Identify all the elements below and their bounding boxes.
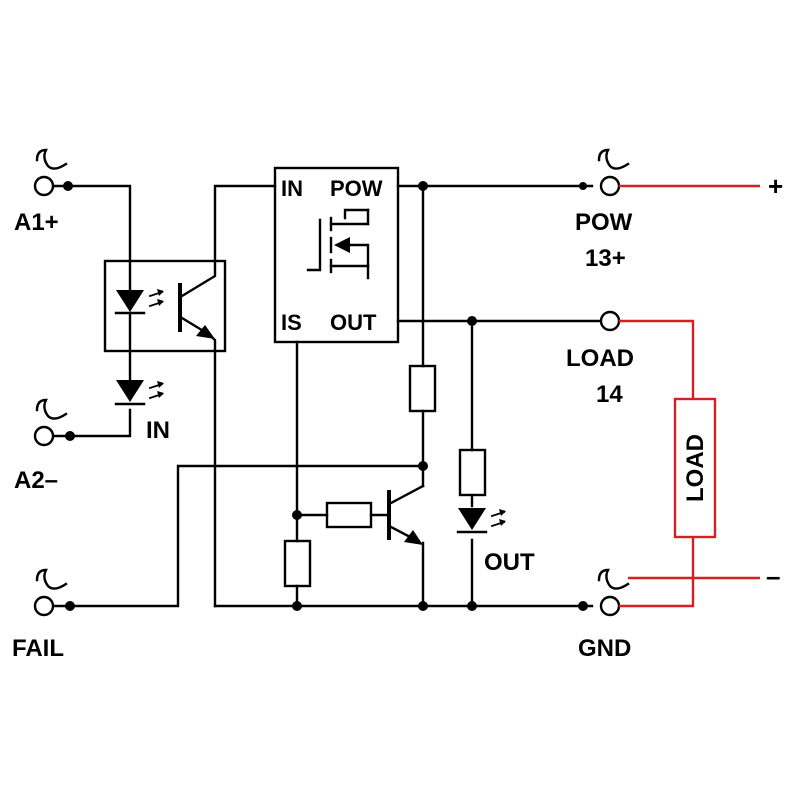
npn-transistor-icon — [387, 484, 425, 545]
resistor-is — [283, 539, 312, 588]
chip-out-label: OUT — [330, 310, 377, 335]
a2-label: A2– — [14, 467, 58, 494]
chip-pow-label: POW — [330, 176, 383, 201]
chip-is-label: IS — [281, 310, 302, 335]
junction-dot — [418, 181, 428, 191]
external-wiring — [619, 184, 760, 608]
supply-minus-label: – — [766, 561, 780, 591]
a1-terminal — [33, 148, 73, 197]
internal-wiring — [213, 184, 602, 608]
in-led — [114, 380, 164, 406]
in-led-icon — [116, 380, 144, 402]
junction-dot — [467, 601, 477, 611]
chip-in-label: IN — [281, 176, 303, 201]
mosfet-icon — [306, 208, 370, 280]
pow-terminal — [597, 148, 630, 197]
mosfet-driver-chip: IN POW IS OUT — [273, 166, 400, 344]
load-terminal-clamp — [599, 310, 621, 332]
load-label: LOAD — [566, 345, 634, 372]
optocoupler — [103, 259, 227, 353]
pow-number-label: 13+ — [585, 245, 626, 272]
junction-dot — [65, 601, 75, 611]
gnd-terminal-clamp — [599, 595, 621, 617]
a2-terminal-clamp — [33, 425, 55, 447]
junction-dot — [65, 431, 75, 441]
resistor-led — [458, 448, 487, 497]
load-box: LOAD — [673, 397, 717, 539]
fail-label: FAIL — [12, 635, 64, 662]
a1-terminal-clamp — [33, 175, 55, 197]
supply-plus-label: + — [768, 171, 783, 201]
junction-dots — [292, 181, 588, 611]
junction-dot — [578, 601, 588, 611]
input-wiring — [50, 184, 425, 608]
junction-dot — [292, 510, 302, 520]
gnd-label: GND — [578, 635, 631, 662]
out-led-label: OUT — [484, 549, 535, 576]
out-led — [456, 508, 506, 534]
load-terminal — [599, 310, 621, 332]
optocoupler-led-icon — [116, 290, 144, 312]
gnd-terminal — [597, 568, 630, 617]
junction-dot — [292, 601, 302, 611]
load-box-label: LOAD — [682, 434, 709, 502]
a2-terminal — [33, 398, 75, 447]
out-led-icon — [458, 508, 486, 530]
load-number-label: 14 — [596, 381, 623, 408]
junction-dot — [579, 182, 587, 190]
junction-dot — [467, 316, 477, 326]
resistor-base — [325, 501, 373, 529]
in-led-label: IN — [146, 417, 170, 444]
fail-terminal-clamp — [33, 595, 55, 617]
junction-dot — [418, 461, 428, 471]
a1-label: A1+ — [14, 209, 59, 236]
junction-dot — [418, 601, 428, 611]
junction-dot — [63, 181, 73, 191]
pow-label: POW — [575, 209, 633, 236]
fail-terminal — [33, 568, 75, 617]
resistor-collector — [408, 364, 437, 413]
pow-terminal-clamp — [599, 175, 621, 197]
